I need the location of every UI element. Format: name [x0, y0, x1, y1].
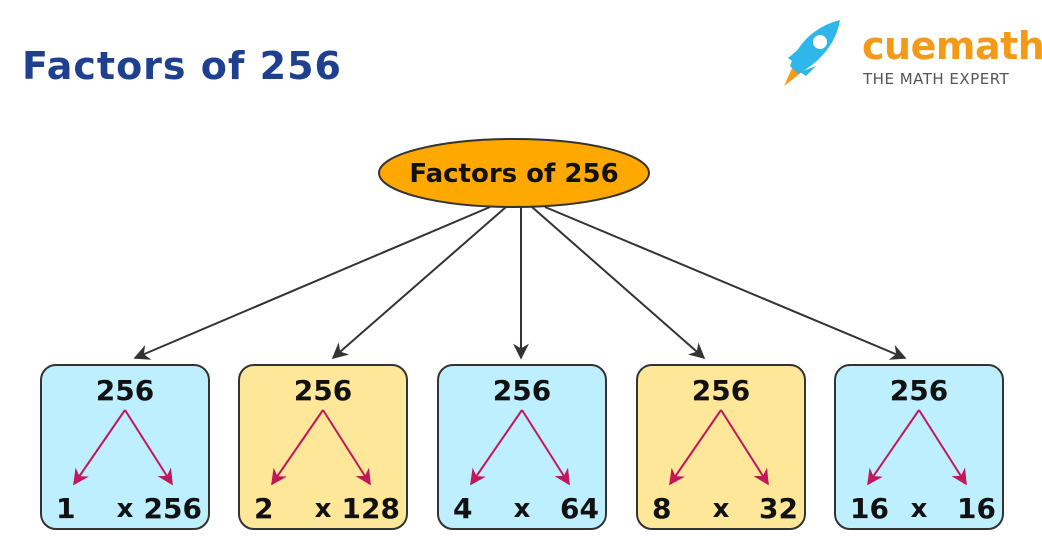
- split-arrows: [470, 409, 570, 486]
- factor-right: 64: [560, 492, 599, 525]
- box-number: 256: [889, 374, 949, 407]
- box-number: 256: [492, 374, 552, 407]
- split-arrow: [124, 409, 173, 486]
- root-arrow: [331, 206, 507, 360]
- split-arrows: [271, 409, 371, 486]
- multiply-sign: x: [314, 494, 332, 524]
- box-number: 256: [293, 374, 353, 407]
- factor-left: 8: [652, 492, 672, 525]
- split-arrow: [322, 409, 371, 486]
- logo-tagline: THE MATH EXPERT: [863, 70, 1010, 88]
- factor-pair-box: 256 2 x 128: [238, 364, 408, 530]
- root-label: Factors of 256: [409, 159, 619, 189]
- split-arrow: [918, 409, 967, 486]
- box-number: 256: [691, 374, 751, 407]
- factor-left: 1: [56, 492, 76, 525]
- factor-pair-box: 256 1 x 256: [40, 364, 210, 530]
- split-arrow: [73, 409, 126, 486]
- factor-pair-box: 256 4 x 64: [437, 364, 607, 530]
- factor-left: 16: [850, 492, 889, 525]
- split-arrow: [521, 409, 570, 486]
- cuemath-logo: cuemath THE MATH EXPERT: [770, 14, 1042, 94]
- split-arrow: [867, 409, 920, 486]
- split-arrows: [867, 409, 967, 486]
- multiply-sign: x: [513, 494, 531, 524]
- root-arrow: [531, 206, 706, 360]
- multiply-sign: x: [712, 494, 730, 524]
- factor-right: 128: [341, 492, 400, 525]
- split-arrow: [470, 409, 523, 486]
- multiply-sign: x: [910, 494, 928, 524]
- split-arrows: [669, 409, 769, 486]
- factor-left: 4: [453, 492, 473, 525]
- factor-right: 16: [957, 492, 996, 525]
- split-arrow: [669, 409, 722, 486]
- factor-right: 256: [143, 492, 202, 525]
- rocket-icon: [784, 20, 840, 86]
- multiply-sign: x: [116, 494, 134, 524]
- split-arrows: [73, 409, 173, 486]
- factor-pair-box: 256 16 x 16: [834, 364, 1004, 530]
- factor-left: 2: [254, 492, 274, 525]
- root-arrow: [133, 206, 491, 360]
- logo-brand: cuemath: [862, 24, 1042, 68]
- factor-right: 32: [759, 492, 798, 525]
- split-arrow: [720, 409, 769, 486]
- box-number: 256: [95, 374, 155, 407]
- root-ellipse: [378, 138, 650, 208]
- factor-pair-box: 256 8 x 32: [636, 364, 806, 530]
- split-arrow: [271, 409, 324, 486]
- root-arrow: [544, 206, 907, 360]
- page-title: Factors of 256: [22, 44, 342, 88]
